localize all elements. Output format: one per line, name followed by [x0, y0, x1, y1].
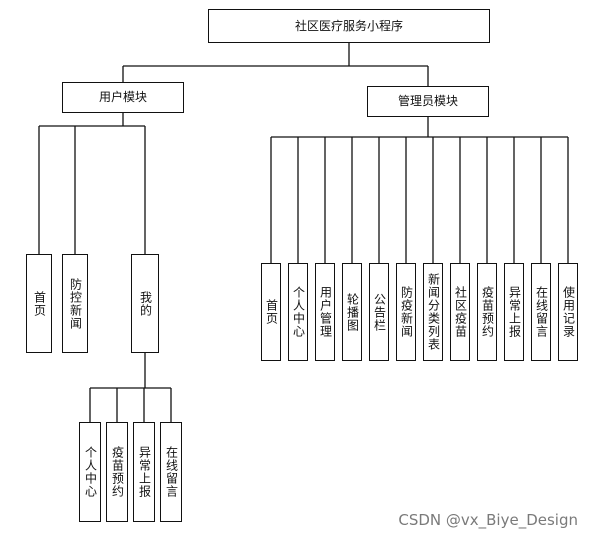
admin-module-node: 管理员模块 — [367, 86, 489, 117]
user-item-home: 首页 — [26, 254, 52, 353]
admin-item-usage-record: 使用记录 — [558, 263, 578, 361]
admin-item-online-message: 在线留言 — [531, 263, 551, 361]
admin-item-vaccine-booking: 疫苗预约 — [477, 263, 497, 361]
watermark: CSDN @vx_Biye_Design — [398, 511, 578, 529]
admin-item-user-management: 用户管理 — [315, 263, 335, 361]
user-item-news: 防控新闻 — [62, 254, 88, 353]
user-item-mine: 我的 — [131, 254, 159, 353]
admin-item-personal-center: 个人中心 — [288, 263, 308, 361]
admin-item-epidemic-news: 防疫新闻 — [396, 263, 416, 361]
mine-child-vaccine-booking: 疫苗预约 — [106, 422, 128, 522]
admin-item-carousel: 轮播图 — [342, 263, 362, 361]
mine-child-personal-center: 个人中心 — [79, 422, 101, 522]
admin-item-news-category: 新闻分类列表 — [423, 263, 443, 361]
user-module-node: 用户模块 — [62, 82, 184, 113]
admin-module-label: 管理员模块 — [397, 94, 458, 108]
mine-child-anomaly-report: 异常上报 — [133, 422, 155, 522]
mine-child-online-message: 在线留言 — [160, 422, 182, 522]
admin-item-community-vaccine: 社区疫苗 — [450, 263, 470, 361]
admin-item-home: 首页 — [261, 263, 281, 361]
admin-item-anomaly-report: 异常上报 — [504, 263, 524, 361]
user-module-label: 用户模块 — [98, 90, 147, 104]
root-node: 社区医疗服务小程序 — [208, 9, 490, 43]
admin-item-bulletin: 公告栏 — [369, 263, 389, 361]
root-label: 社区医疗服务小程序 — [294, 18, 403, 33]
